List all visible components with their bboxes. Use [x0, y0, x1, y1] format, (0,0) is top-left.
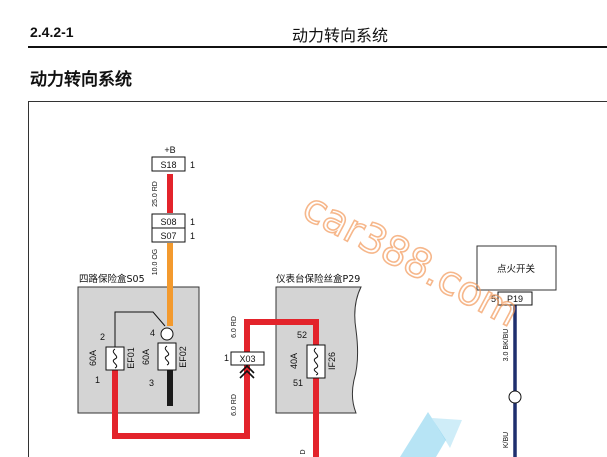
wire-label-red-bottom: D: [300, 449, 307, 454]
pin-x03: 1: [224, 353, 229, 363]
connector-p19: [497, 291, 533, 306]
fuse-box-s05-label: 四路保险盒S05: [79, 273, 145, 285]
fuse-ef02-name: EF02: [178, 346, 188, 368]
wire-label-red-top: 25.0 RD: [152, 181, 159, 207]
fuse-ef01-rating: 60A: [88, 350, 98, 366]
connector-s07: [151, 227, 186, 243]
connector-x03-chevron: [239, 364, 255, 379]
connector-x03: [230, 351, 265, 366]
fuse-box-s05: [77, 286, 200, 414]
header-divider: [28, 46, 607, 48]
wire-label-blue-lower: K/BU: [503, 432, 510, 448]
connector-p19-label: P19: [507, 294, 523, 304]
wire-label-blue-upper: 3.0 BK/BU: [503, 329, 510, 362]
diagram-frame: [28, 101, 607, 457]
fuse-ef02-symbol: [164, 345, 170, 366]
connector-s07-label: S07: [160, 231, 176, 241]
fuse-ef02-rating: 60A: [141, 349, 151, 365]
power-label: +B: [164, 145, 175, 155]
junction-node: [160, 327, 174, 341]
fuse-ef01-name: EF01: [126, 347, 136, 369]
fuse-if26: [306, 344, 326, 379]
pin-if26-bottom: 51: [293, 378, 303, 388]
wire-label-orange: 10.0 OG: [152, 249, 159, 275]
pin-ef01-top: 2: [100, 332, 105, 342]
wire-red-main: [112, 319, 319, 439]
page-title: 动力转向系统: [292, 28, 389, 45]
pin-s08: 1: [190, 217, 195, 227]
fuse-if26-name: IF26: [327, 352, 337, 370]
logo-fragment-icon: [400, 412, 446, 457]
dash-fuse-box-p29-label: 仪表台保险丝盒P29: [276, 273, 360, 285]
pin-ef02-bottom: 3: [149, 378, 154, 388]
pin-p19: 5: [491, 294, 496, 304]
fuse-ef01-symbol: [112, 348, 118, 369]
pin-s07: 1: [190, 231, 195, 241]
ignition-switch-label: 点火开关: [497, 263, 536, 275]
internal-link: [114, 311, 166, 347]
blue-wire-node: [508, 390, 522, 404]
section-number: 2.4.2-1: [30, 24, 74, 40]
fuse-if26-rating: 40A: [289, 353, 299, 369]
pin-s18: 1: [190, 160, 195, 170]
section-title: 动力转向系统: [30, 70, 132, 89]
fuse-if26-symbol: [313, 347, 319, 376]
pin-if26-top: 52: [297, 330, 307, 340]
ignition-switch-box: [476, 245, 557, 291]
pin-ef02-top: 4: [150, 328, 155, 338]
connector-s18: [151, 156, 186, 172]
wire-label-x03-lower: 6.0 RD: [231, 394, 238, 416]
connector-x03-label: X03: [239, 354, 255, 364]
logo-fragment-icon-2: [432, 418, 462, 448]
pin-ef01-bottom: 1: [95, 375, 100, 385]
connector-s08-label: S08: [160, 217, 176, 227]
wire-label-x03-upper: 6.0 RD: [231, 316, 238, 338]
connector-s18-label: S18: [160, 160, 176, 170]
